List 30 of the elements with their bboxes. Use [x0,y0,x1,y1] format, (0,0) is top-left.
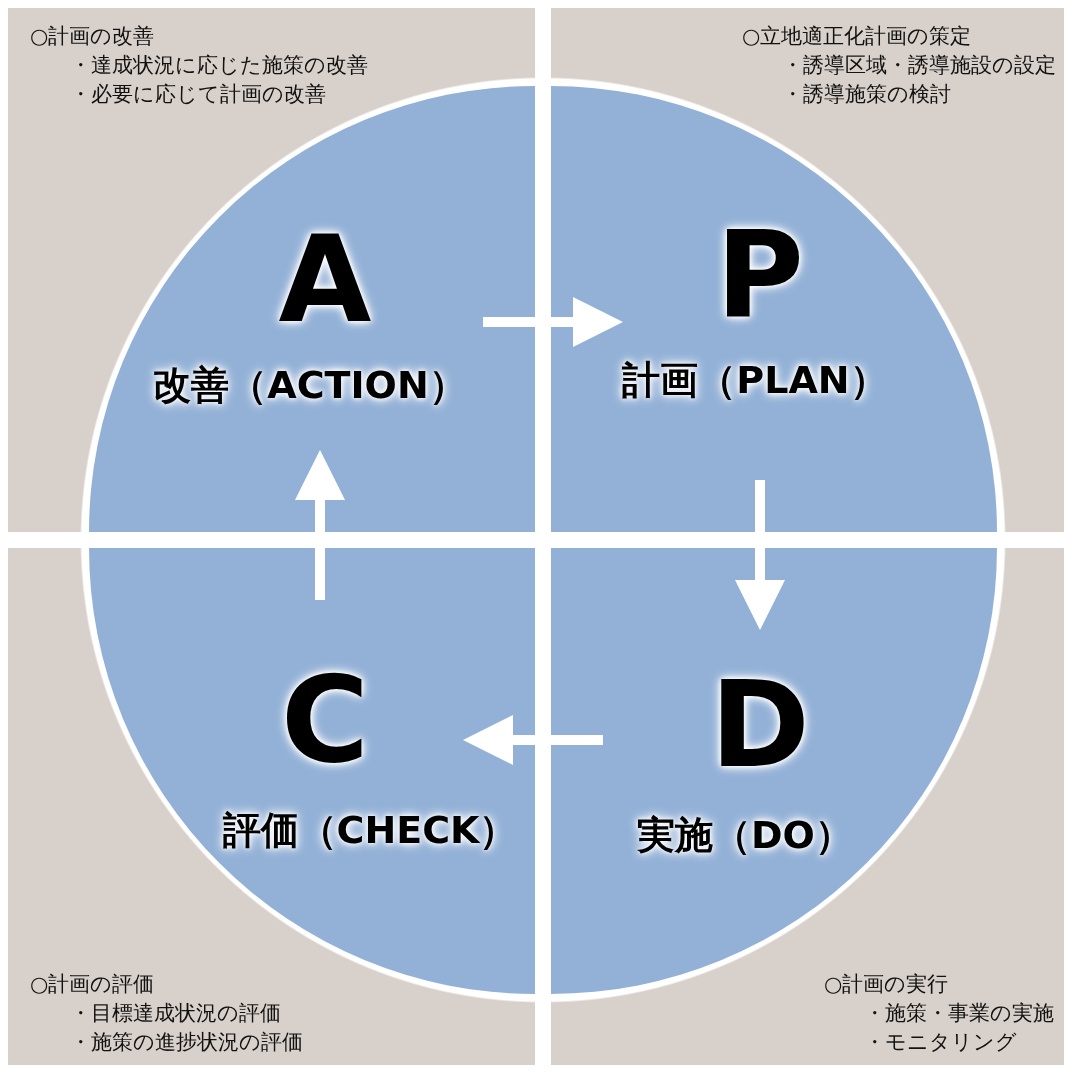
corner-panel [551,548,1064,1065]
corner-panel [8,8,535,532]
panel-heading: ○立地適正化計画の策定 [742,23,973,50]
phase-label: 計画（PLAN） [622,358,888,402]
phase-letter: C [280,660,370,780]
bullet-item: ・施策の進捗状況の評価 [69,1029,303,1056]
bullet-item: ・目標達成状況の評価 [69,1000,282,1027]
phase-label: 改善（ACTION） [153,363,467,407]
arrow [463,715,603,765]
panel-heading: ○計画の改善 [30,23,156,50]
bullet-item: ・誘導区域・誘導施設の設定 [781,52,1056,79]
bullet-item: ・必要に応じて計画の改善 [69,81,327,108]
phase-letter: D [710,665,810,785]
corner-panel [8,548,535,1065]
bullet-item: ・施策・事業の実施 [863,1000,1054,1027]
panel-heading: ○計画の実行 [824,971,950,998]
bullet-item: ・達成状況に応じた施策の改善 [69,52,368,79]
arrow [735,480,785,630]
panel-heading: ○計画の評価 [30,971,156,998]
bullet-item: ・誘導施策の検討 [781,81,952,108]
corner-panel [551,8,1064,532]
arrow [483,297,623,347]
cycle-quadrant [551,548,997,994]
bullet-item: ・モニタリング [863,1029,1018,1056]
arrow [295,450,345,600]
phase-label: 評価（CHECK） [222,808,518,852]
phase-letter: P [716,215,804,335]
phase-label: 実施（DO） [637,813,853,857]
phase-letter: A [278,220,372,340]
cycle-quadrant [89,548,535,994]
